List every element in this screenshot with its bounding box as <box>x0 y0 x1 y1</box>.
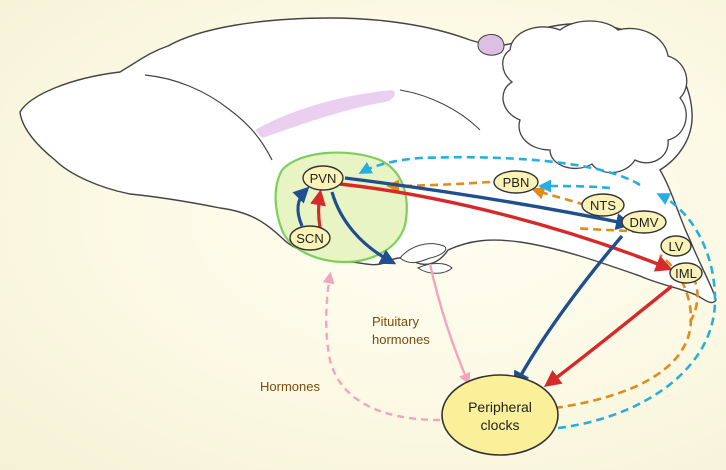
node-iml: IML <box>670 263 702 283</box>
node-lv: LV <box>661 236 691 256</box>
peripheral-clocks-node: Peripheral clocks <box>442 375 558 455</box>
node-scn-label: SCN <box>296 231 323 246</box>
node-scn: SCN <box>290 226 330 250</box>
arrow-red-iml-peripheral <box>548 286 672 384</box>
node-dmv-label: DMV <box>630 215 659 230</box>
node-pbn-label: PBN <box>503 175 530 190</box>
node-pvn-label: PVN <box>310 171 337 186</box>
label-pituitary-line1: Pituitary <box>372 314 419 329</box>
peripheral-clocks-line1: Peripheral <box>468 399 532 415</box>
arrow-pink-pituitary-peripheral <box>430 264 468 382</box>
pineal-gland <box>478 34 504 55</box>
arrow-red-scn-pvn <box>319 194 321 228</box>
peripheral-clocks-line2: clocks <box>481 417 520 433</box>
node-lv-label: LV <box>669 239 684 254</box>
node-iml-label: IML <box>675 266 697 281</box>
node-pvn: PVN <box>303 166 343 190</box>
node-nts: NTS <box>582 194 624 216</box>
arrow-pink-hormones-scn <box>326 275 440 420</box>
label-hormones: Hormones <box>260 379 320 394</box>
node-nts-label: NTS <box>590 198 616 213</box>
label-pituitary-line2: hormones <box>372 332 430 347</box>
node-pbn: PBN <box>494 171 538 193</box>
node-dmv: DMV <box>622 211 666 233</box>
